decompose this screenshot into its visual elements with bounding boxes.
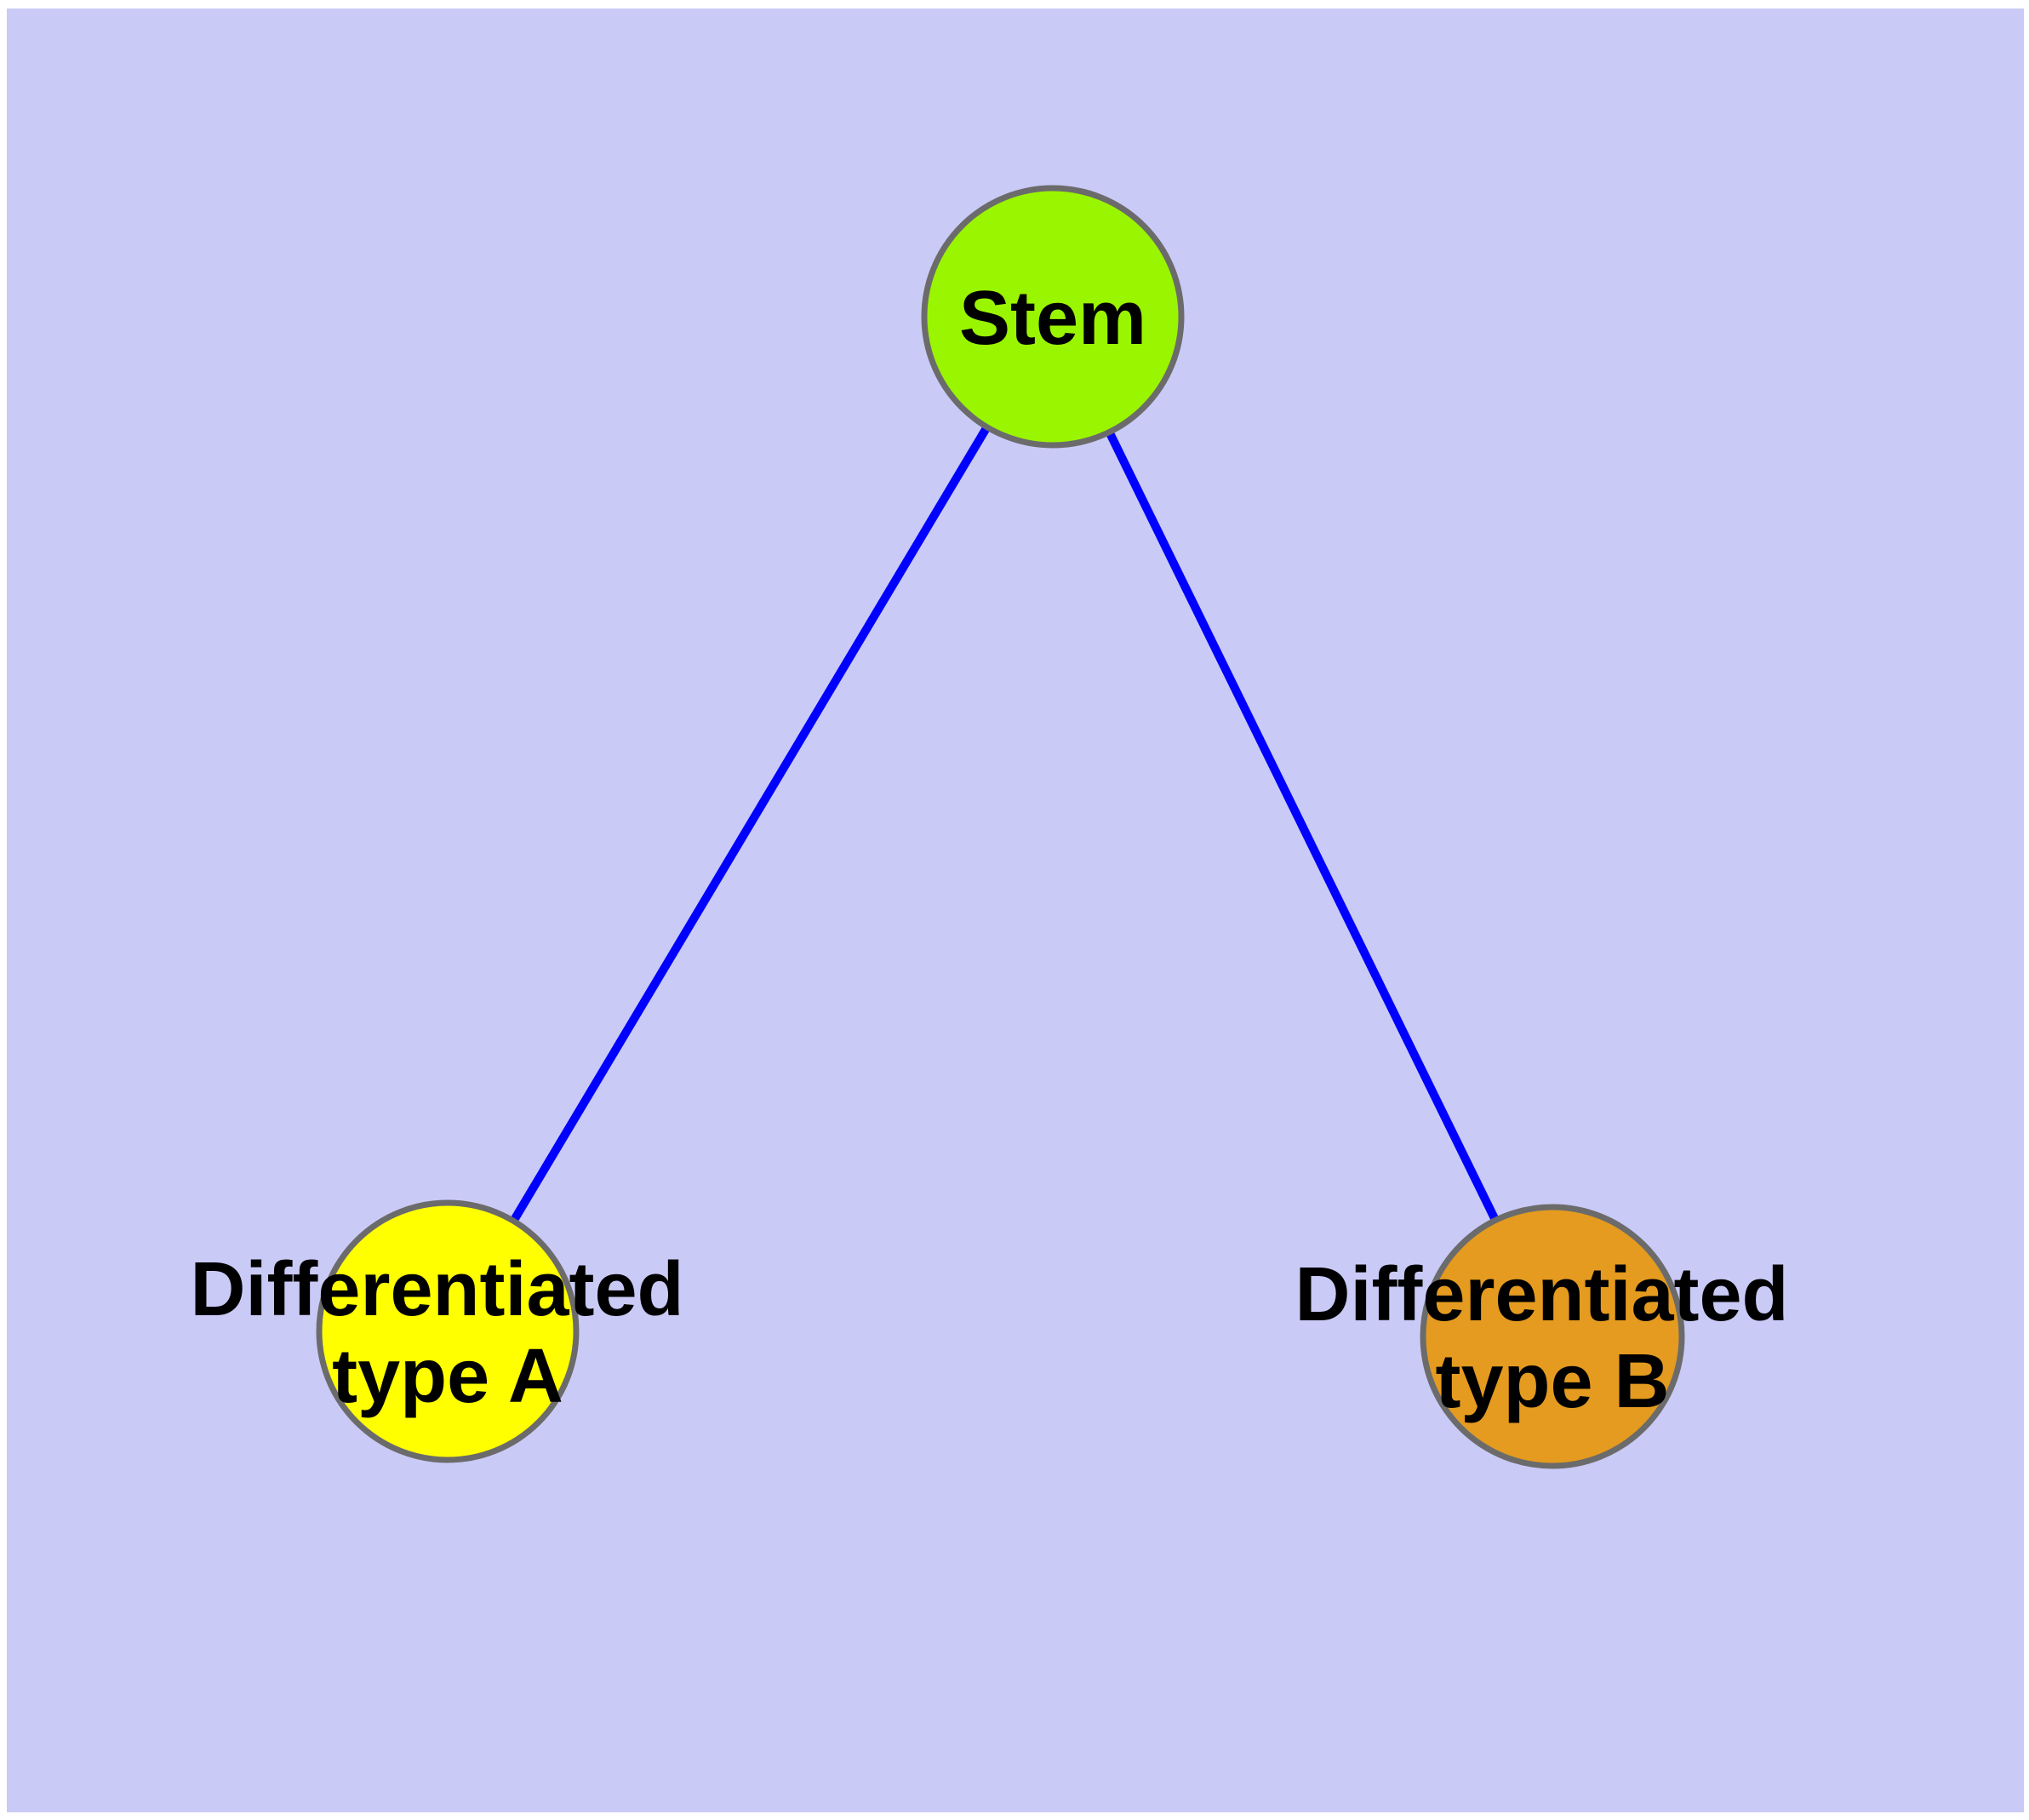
edge-stem-to-type-b [1049, 314, 1557, 1339]
node-differentiated-type-a-label: Differentiated type A [190, 1247, 705, 1419]
node-differentiated-type-b-circle [1420, 1204, 1685, 1469]
node-differentiated-type-a-label-line2: type A [332, 1334, 563, 1419]
node-differentiated-type-b-label: Differentiated type B [1295, 1252, 1809, 1424]
node-differentiated-type-b-label-line1: Differentiated [1295, 1252, 1788, 1337]
edge-stem-to-type-a [443, 314, 1057, 1334]
node-differentiated-type-a-label-line1: Differentiated [190, 1247, 683, 1332]
node-differentiated-type-b-label-line2: type B [1435, 1339, 1669, 1424]
node-differentiated-type-a-circle [316, 1199, 580, 1463]
node-stem-circle [921, 185, 1185, 449]
node-stem-label: Stem [959, 276, 1146, 361]
